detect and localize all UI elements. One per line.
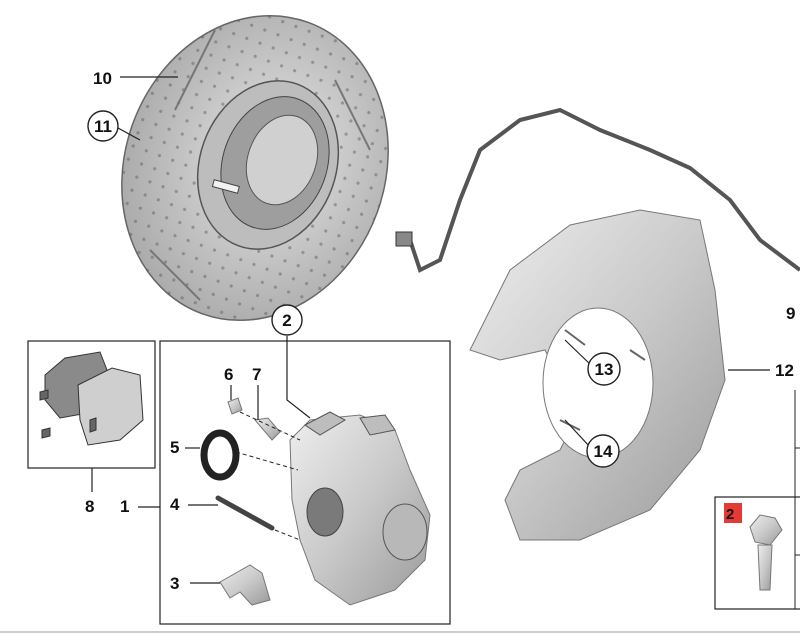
bleeder-cap[interactable] bbox=[227, 397, 243, 415]
label-shield-screw-a-text: 13 bbox=[595, 360, 614, 379]
assembly-guide-lines bbox=[235, 411, 301, 541]
brake-caliper[interactable] bbox=[289, 411, 431, 606]
label-shield-screw-b-text: 14 bbox=[594, 442, 613, 461]
label-seal[interactable]: 5 bbox=[170, 438, 179, 457]
label-shield-screw-a[interactable]: 13 bbox=[587, 352, 621, 386]
leader-lines bbox=[91, 76, 770, 584]
label-dust-shield[interactable]: 12 bbox=[775, 361, 794, 380]
label-disc-screw[interactable]: 11 bbox=[87, 110, 119, 142]
label-sensor-wire[interactable]: 9 bbox=[786, 304, 795, 323]
seal-ring[interactable] bbox=[200, 429, 240, 481]
caliper-box bbox=[159, 340, 451, 625]
label-caliper[interactable]: 2 bbox=[271, 304, 303, 336]
brake-pads-box[interactable] bbox=[27, 340, 156, 469]
bleeder-valve[interactable] bbox=[254, 417, 281, 441]
label-disc-screw-text: 11 bbox=[94, 117, 112, 136]
wear-sensor-cable[interactable] bbox=[395, 107, 800, 273]
anti-rattle-spring[interactable] bbox=[219, 564, 271, 606]
table-badge-number: 2 bbox=[726, 506, 734, 523]
label-shield-screw-b[interactable]: 14 bbox=[586, 434, 620, 468]
label-disc[interactable]: 10 bbox=[93, 69, 112, 88]
label-bleeder-valve[interactable]: 7 bbox=[252, 365, 261, 384]
table-badge-bg bbox=[724, 503, 742, 523]
label-guide-pin[interactable]: 4 bbox=[170, 495, 180, 514]
label-spring[interactable]: 3 bbox=[170, 574, 179, 593]
label-caliper-text: 2 bbox=[282, 311, 291, 330]
label-pad-set[interactable]: 8 bbox=[85, 497, 94, 516]
label-caliper-carrier[interactable]: 1 bbox=[120, 497, 129, 516]
label-bleeder-cap[interactable]: 6 bbox=[224, 365, 233, 384]
brake-disc[interactable] bbox=[80, 0, 430, 358]
parts-table-fragment: 2 bbox=[714, 390, 800, 610]
guide-pin[interactable] bbox=[215, 495, 275, 531]
